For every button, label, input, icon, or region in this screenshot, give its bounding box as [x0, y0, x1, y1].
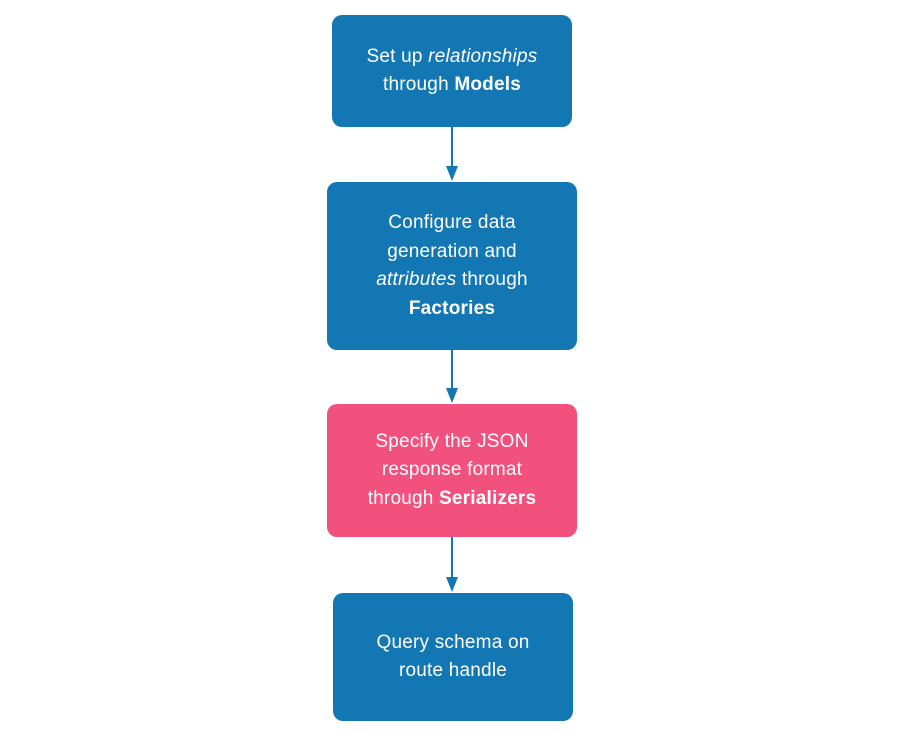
arrowhead-icon — [446, 166, 458, 181]
connector-arrow-3 — [446, 537, 458, 592]
connector-arrow-2 — [446, 350, 458, 403]
connector-arrow-1 — [446, 127, 458, 181]
arrowhead-icon — [446, 388, 458, 403]
arrowhead-icon — [446, 577, 458, 592]
